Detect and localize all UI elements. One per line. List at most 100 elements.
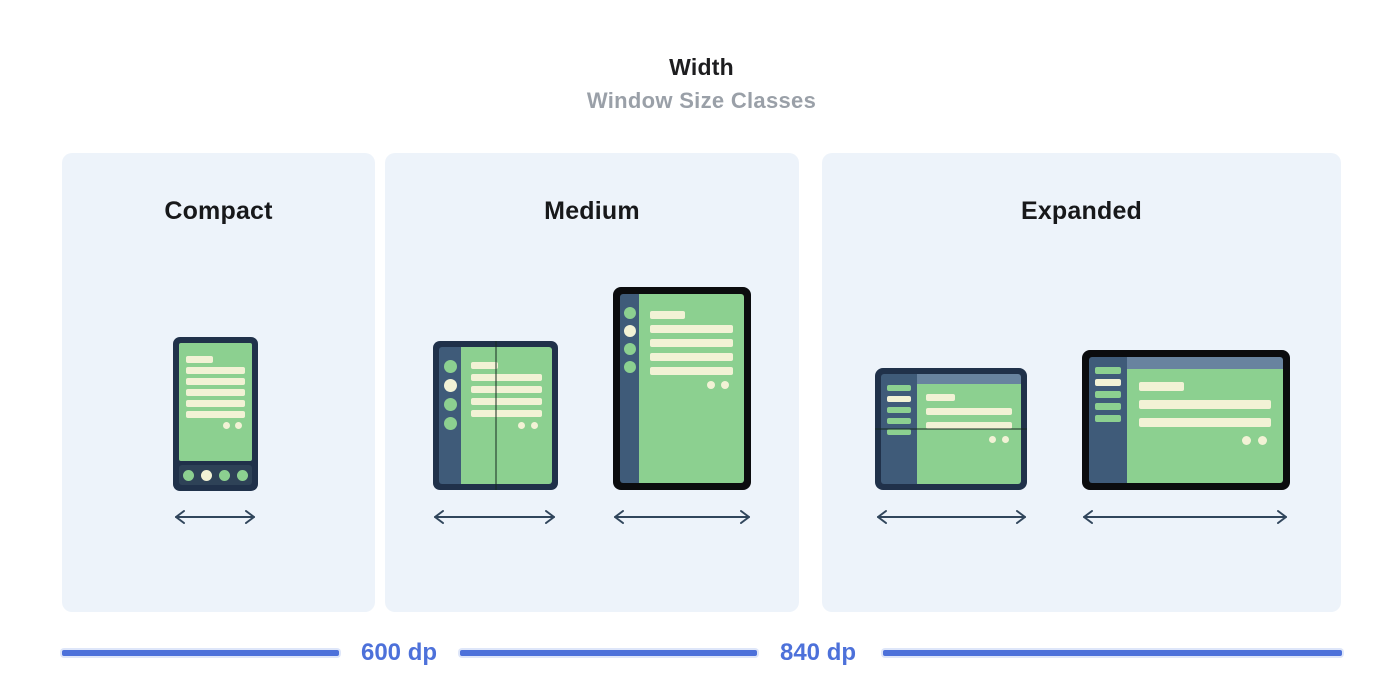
text-line — [186, 400, 245, 407]
sidebar-item — [1095, 403, 1121, 410]
text-line — [186, 356, 214, 363]
text-line — [471, 410, 542, 417]
panel-expanded: Expanded — [822, 153, 1341, 612]
text-line — [1139, 400, 1271, 409]
sidebar-item — [887, 385, 911, 391]
text-line — [186, 378, 245, 385]
dot — [1002, 436, 1009, 443]
dot — [707, 381, 715, 389]
tablet-landscape-illustration — [1082, 350, 1290, 490]
text-line — [650, 353, 733, 361]
action-dots — [1139, 436, 1271, 445]
phone-illustration — [173, 337, 258, 491]
text-line — [650, 325, 733, 333]
rail-dot — [623, 343, 636, 355]
rail-dot — [443, 360, 457, 373]
content-body — [1127, 369, 1283, 483]
nav-dot — [183, 469, 194, 481]
text-line — [1139, 418, 1271, 427]
phone-screen — [179, 343, 252, 461]
text-line — [186, 411, 245, 418]
panel-medium-heading: Medium — [544, 197, 640, 225]
width-arrow-icon — [611, 508, 753, 526]
sidebar-item — [887, 396, 911, 402]
action-dots — [186, 422, 245, 429]
tablet-portrait-illustration — [613, 287, 751, 490]
dot — [531, 422, 538, 429]
fold-crease — [875, 428, 1027, 430]
action-dots — [650, 381, 733, 389]
dot — [235, 422, 242, 429]
panel-compact: Compact — [62, 153, 375, 612]
nav-rail — [620, 294, 639, 483]
sidebar-item — [1095, 391, 1121, 398]
sidebar-item — [1095, 367, 1121, 374]
scale-line-segment — [460, 650, 757, 656]
action-dots — [471, 422, 542, 429]
width-arrow-icon — [431, 508, 558, 526]
text-line — [650, 311, 685, 319]
rail-dot — [443, 398, 457, 411]
text-line — [186, 367, 245, 374]
nav-dot — [201, 469, 212, 481]
text-line — [471, 374, 542, 381]
page-subtitle: Window Size Classes — [586, 88, 817, 113]
text-line — [926, 394, 956, 401]
page-title: Width — [669, 54, 734, 80]
nav-dot — [237, 469, 248, 481]
sidebar-item — [887, 429, 911, 435]
foldable-portrait-illustration — [433, 341, 558, 490]
panel-expanded-heading: Expanded — [1020, 197, 1143, 225]
action-dots — [926, 436, 1012, 443]
content-area — [1127, 357, 1283, 483]
sidebar-nav — [1089, 357, 1127, 483]
text-line — [471, 386, 542, 393]
app-bar — [917, 374, 1021, 384]
device-screen — [439, 347, 552, 484]
dot — [721, 381, 729, 389]
content-body — [917, 384, 1021, 484]
rail-dot — [623, 361, 636, 373]
app-bar — [1127, 357, 1283, 369]
text-line — [926, 408, 1012, 415]
rail-dot — [623, 325, 636, 337]
sidebar-item — [1095, 415, 1121, 422]
scale-line-segment — [62, 650, 339, 656]
nav-dot — [219, 469, 230, 481]
foldable-landscape-illustration — [875, 368, 1027, 490]
text-line — [471, 362, 498, 369]
scale-line-segment — [883, 650, 1342, 656]
phone-navbar — [179, 465, 252, 485]
content-area — [639, 294, 744, 483]
content-area — [461, 347, 552, 484]
sidebar-item — [887, 407, 911, 413]
breakpoint-600dp-label: 600 dp — [360, 639, 438, 666]
panel-medium: Medium — [385, 153, 799, 612]
panel-compact-heading: Compact — [164, 197, 273, 225]
width-arrow-icon — [172, 508, 258, 526]
text-line — [186, 389, 245, 396]
rail-dot — [443, 417, 457, 430]
width-arrow-icon — [874, 508, 1029, 526]
dot — [989, 436, 996, 443]
content-area — [917, 374, 1021, 484]
width-arrow-icon — [1080, 508, 1290, 526]
text-line — [926, 422, 1012, 429]
text-line — [650, 367, 733, 375]
nav-rail — [439, 347, 461, 484]
sidebar-item — [1095, 379, 1121, 386]
breakpoint-840dp-label: 840 dp — [779, 639, 857, 666]
sidebar-item — [887, 418, 911, 424]
rail-dot — [443, 379, 457, 392]
text-line — [471, 398, 542, 405]
dot — [1258, 436, 1267, 445]
fold-crease — [494, 341, 497, 490]
text-line — [1139, 382, 1184, 391]
dot — [1242, 436, 1251, 445]
dot — [223, 422, 230, 429]
device-screen — [1089, 357, 1283, 483]
rail-dot — [623, 307, 636, 319]
dot — [518, 422, 525, 429]
device-screen — [620, 294, 744, 483]
